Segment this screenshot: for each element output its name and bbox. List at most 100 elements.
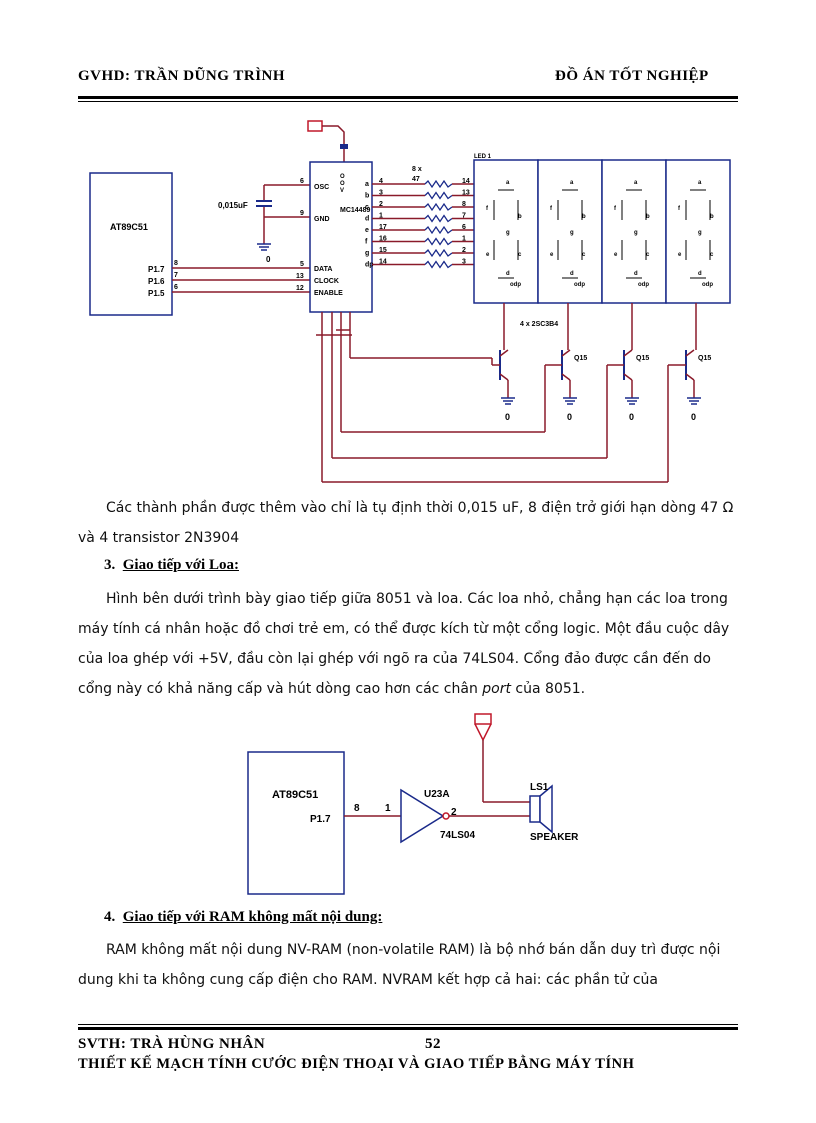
svg-text:g: g <box>634 230 638 236</box>
ground-label: 0 <box>691 412 696 422</box>
pin-number: 1 <box>462 236 466 243</box>
capacitor-label: 0,015uF <box>218 201 248 210</box>
resistor-value: 47 <box>412 176 420 183</box>
resistor-label: 8 x <box>412 166 422 173</box>
svg-text:d: d <box>506 271 510 277</box>
svg-text:d: d <box>698 271 702 277</box>
header-left: GVHD: TRẦN DŨNG TRÌNH <box>78 68 286 84</box>
svg-text:odp: odp <box>638 282 649 288</box>
svg-text:e: e <box>614 252 618 258</box>
resistor-icon <box>424 179 453 189</box>
pin-number: 8 <box>354 803 360 814</box>
paragraph-speaker: Hình bên dưới trình bày giao tiếp giữa 8… <box>78 591 730 697</box>
pin-number: 16 <box>379 236 387 243</box>
pin-number: 7 <box>462 213 466 220</box>
svg-text:odp: odp <box>510 282 521 288</box>
pin-number: 2 <box>451 807 457 818</box>
header-right: ĐỒ ÁN TỐT NGHIỆP <box>555 68 709 84</box>
resistor-icon <box>424 248 453 258</box>
svg-text:9: 9 <box>300 210 304 217</box>
header-rule-thin <box>78 101 738 102</box>
pin-number: 15 <box>379 247 387 254</box>
segment-label: b <box>365 193 369 200</box>
svg-text:12: 12 <box>296 285 304 292</box>
pin-number: 1 <box>385 803 391 814</box>
seven-segment-digit <box>601 159 667 304</box>
digit-select-wires <box>316 312 678 483</box>
segment-label: d <box>365 216 369 223</box>
resistor-icon <box>424 225 453 235</box>
footer-rule <box>78 1027 738 1030</box>
resistor-icon <box>424 214 453 223</box>
pin-number: 14 <box>462 178 470 185</box>
paragraph-components: Các thành phần được thêm vào chỉ là tụ đ… <box>78 500 734 546</box>
svg-text:c: c <box>710 252 714 258</box>
ground-label: 0 <box>629 412 634 422</box>
speaker-schematic: AT89C51 P1.7 8 1 U23A 2 74LS04 LS1 SPEAK… <box>247 713 579 895</box>
driver-ic-box <box>309 161 373 313</box>
mcu-box <box>89 172 173 316</box>
svg-text:b: b <box>646 214 650 220</box>
svg-text:b: b <box>518 214 522 220</box>
svg-text:e: e <box>678 252 682 258</box>
svg-text:f: f <box>678 206 681 212</box>
svg-text:a: a <box>506 180 510 186</box>
resistor-icon <box>424 191 453 200</box>
led-part: 4 x 2SC3B4 <box>520 321 558 328</box>
paragraph-nvram: RAM không mất nội dung NV-RAM (non-volat… <box>78 942 721 988</box>
gate-part: 74LS04 <box>440 830 475 841</box>
segment-label: dp <box>365 262 374 269</box>
svg-text:a: a <box>634 180 638 186</box>
port-label: P1.7 <box>148 265 165 274</box>
svg-text:g: g <box>506 230 510 236</box>
svg-text:g: g <box>698 230 702 236</box>
heading-nvram: 4. Giao tiếp với RAM không mất nội dung: <box>104 909 383 925</box>
speaker-label: SPEAKER <box>530 832 579 843</box>
ic-label: MC14489 <box>340 207 370 214</box>
ground-label: 0 <box>266 255 271 264</box>
segment-label: f <box>365 239 368 246</box>
power-symbol <box>474 713 492 725</box>
pin-number: 13 <box>462 190 470 197</box>
svg-text:f: f <box>486 206 489 212</box>
footer-rule-thin <box>78 1024 738 1025</box>
svg-text:a: a <box>698 180 702 186</box>
ground-label: 0 <box>567 412 572 422</box>
resistor-icon <box>424 237 453 246</box>
seven-segment-digit <box>473 159 539 304</box>
svg-text:5: 5 <box>300 261 304 268</box>
speaker-ref: LS1 <box>530 782 549 793</box>
resistor-icon <box>424 260 453 269</box>
svg-text:f: f <box>614 206 617 212</box>
mcu-label: AT89C51 <box>272 789 318 801</box>
pin-number: 8 <box>462 201 466 208</box>
svg-text:g: g <box>570 230 574 236</box>
svg-text:6: 6 <box>300 178 304 185</box>
seven-segment-digit <box>665 159 731 304</box>
svg-text:c: c <box>582 252 586 258</box>
ground-label: 0 <box>505 412 510 422</box>
gate-ref: U23A <box>424 789 450 800</box>
transistor-label: Q15 <box>698 355 711 362</box>
port-label: P1.6 <box>148 277 165 286</box>
pin-number: 17 <box>379 224 387 231</box>
port-label: P1.5 <box>148 289 165 298</box>
pin-number: 6 <box>174 284 178 291</box>
svg-text:OSC: OSC <box>314 184 329 191</box>
page-number: 52 <box>425 1036 441 1052</box>
pin-number: 2 <box>462 247 466 254</box>
pin-number: 4 <box>379 178 383 185</box>
pin-number: 14 <box>379 259 387 266</box>
capacitor: 0 <box>256 184 310 264</box>
svg-text:ENABLE: ENABLE <box>314 290 343 297</box>
footer-student: SVTH: TRÀ HÙNG NHÂN <box>78 1036 266 1052</box>
mcu-label: AT89C51 <box>110 222 148 232</box>
pin-number: 8 <box>174 260 178 267</box>
pin-number: 3 <box>379 190 383 197</box>
svg-text:b: b <box>582 214 586 220</box>
svg-text:b: b <box>710 214 714 220</box>
svg-text:O: O <box>340 181 345 187</box>
svg-text:e: e <box>486 252 490 258</box>
footer-title: THIẾT KẾ MẠCH TÍNH CƯỚC ĐIỆN THOẠI VÀ GI… <box>78 1056 635 1072</box>
svg-text:d: d <box>634 271 638 277</box>
